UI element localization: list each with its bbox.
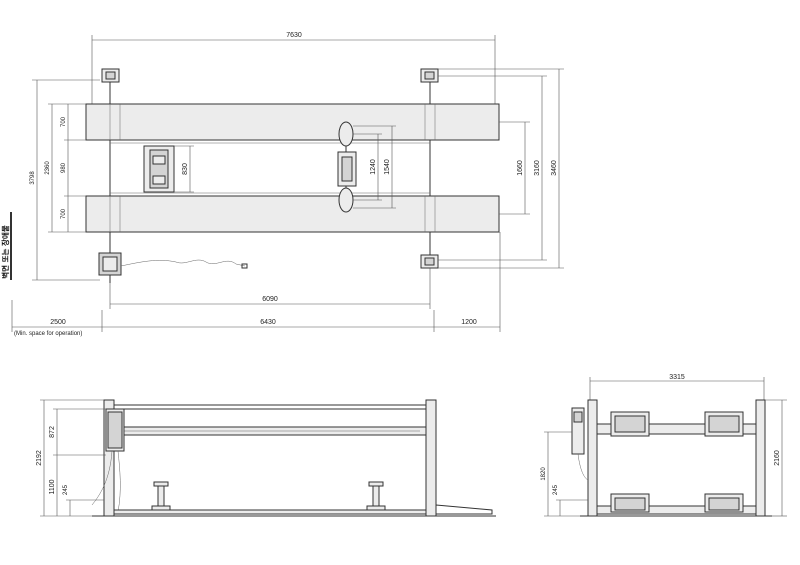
dim-700-bottom: 700 — [61, 208, 67, 219]
end-beam-lower — [596, 505, 757, 515]
post-top-right — [420, 68, 439, 104]
dim-1240: 1240 — [370, 159, 377, 175]
dim-700-top: 700 — [61, 116, 67, 127]
top-view: 7630 — [0, 32, 564, 337]
post-top-left — [101, 68, 120, 104]
dim-2160: 2160 — [774, 450, 781, 466]
post-bottom-left — [98, 232, 122, 276]
end-view: 3315 1820 245 2160 — [541, 374, 787, 517]
dim-1820: 1820 — [541, 467, 547, 481]
runway-top — [85, 103, 500, 141]
min-space-note: (Min. space for operation) — [14, 331, 82, 337]
side-jack-left — [151, 481, 171, 511]
dim-2360: 2360 — [45, 161, 51, 175]
dim-3315: 3315 — [669, 374, 685, 381]
dim-2192: 2192 — [36, 450, 43, 466]
power-cable — [120, 259, 246, 267]
dim-3798: 3798 — [30, 171, 36, 185]
side-post-right — [425, 399, 437, 517]
dim-872: 872 — [49, 426, 56, 438]
dim-6090: 6090 — [262, 296, 278, 303]
end-post-left — [587, 399, 598, 517]
dim-1100: 1100 — [49, 479, 56, 494]
dim-245-side: 245 — [63, 484, 69, 495]
wall-note: 벽면 또는 장애물 — [0, 225, 10, 279]
dim-3460: 3460 — [551, 160, 558, 176]
dim-1660: 1660 — [517, 160, 524, 176]
dim-7630: 7630 — [286, 32, 302, 39]
runway-bottom — [85, 195, 500, 233]
dim-1200: 1200 — [461, 319, 477, 326]
end-post-right — [755, 399, 766, 517]
dim-245-end: 245 — [553, 484, 559, 495]
dim-6430: 6430 — [260, 319, 276, 326]
side-ramp — [435, 504, 493, 515]
end-beam-upper — [596, 423, 757, 435]
dim-3160: 3160 — [534, 160, 541, 176]
rolling-jack-right — [337, 121, 357, 213]
dim-2500: 2500 — [50, 319, 66, 326]
dim-1540: 1540 — [384, 159, 391, 175]
dim-980: 980 — [61, 162, 67, 173]
side-jack-right — [366, 481, 386, 511]
side-view: 2192 872 1100 245 — [36, 399, 496, 517]
post-bottom-right — [420, 232, 439, 269]
rolling-jack-left — [143, 145, 175, 193]
dim-830: 830 — [182, 163, 189, 175]
